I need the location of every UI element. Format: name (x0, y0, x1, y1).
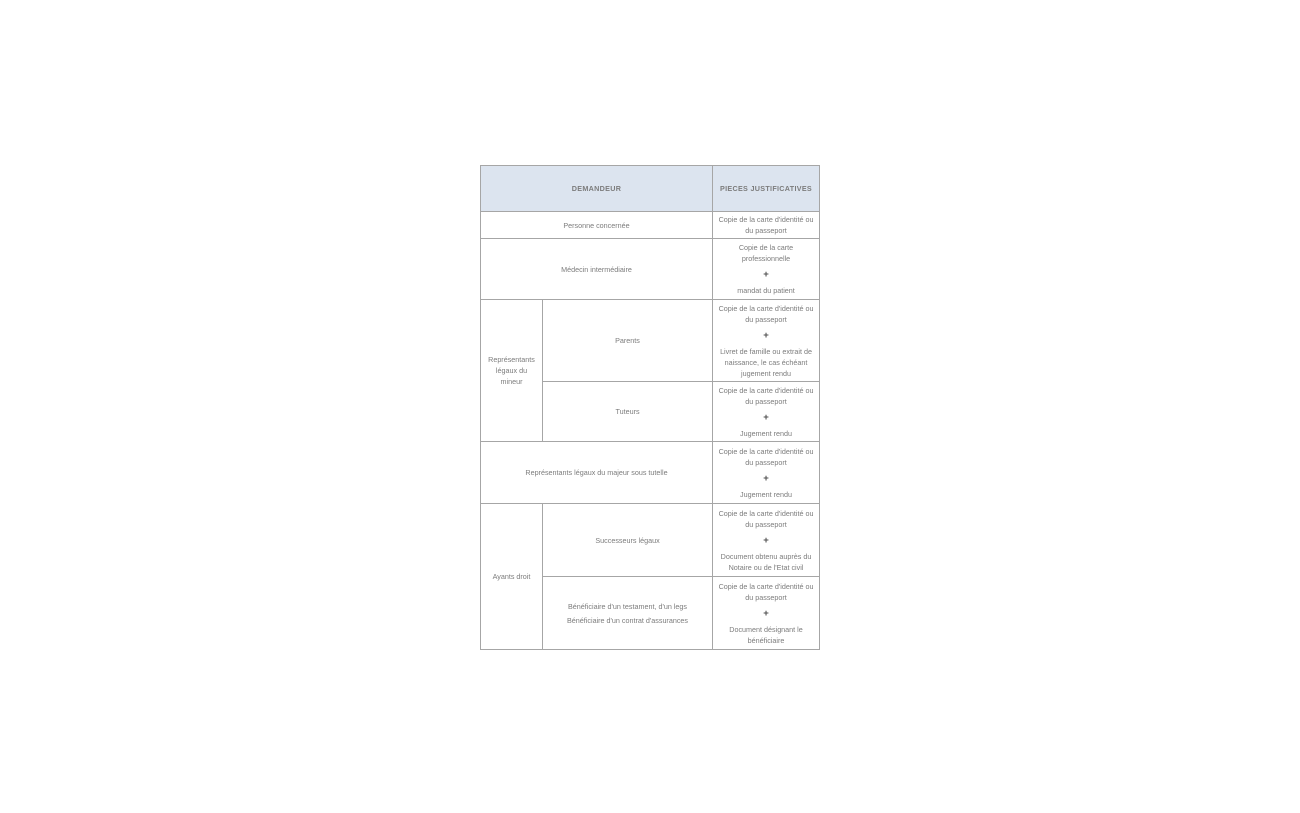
table-row: Tuteurs Copie de la carte d'identité ou … (481, 381, 821, 442)
document-line: Jugement rendu (740, 428, 792, 438)
documents-cell-successeurs-legaux: Copie de la carte d'identité ou du passe… (712, 503, 821, 577)
column-header-pieces-justificatives: PIECES JUSTIFICATIVES (712, 165, 821, 212)
applicant-label-medecin-intermediaire: Médecin intermédiaire (479, 238, 714, 300)
table-header-row: DEMANDEUR PIECES JUSTIFICATIVES (479, 165, 821, 212)
table-row: Bénéficiaire d'un testament, d'un legs B… (481, 576, 821, 650)
documents-cell-medecin-intermediaire: Copie de la carte professionnelle + mand… (712, 238, 821, 300)
applicant-label-line: Bénéficiaire d'un testament, d'un legs (568, 601, 688, 611)
documents-cell-representants-legaux-majeur: Copie de la carte d'identité ou du passe… (712, 441, 821, 504)
document-line: Copie de la carte d'identité ou du passe… (718, 508, 814, 529)
applicant-label-personne-concernee: Personne concernée (479, 211, 714, 239)
plus-icon: + (763, 269, 769, 280)
document-line: Copie de la carte professionnelle (738, 243, 794, 263)
applicant-label-line: Bénéficiaire d'un contrat d'assurances (567, 615, 689, 625)
document-line: Document obtenu auprès du Notaire ou de … (720, 551, 812, 572)
documents-cell-personne-concernee: Copie de la carte d'identité ou du passe… (712, 211, 821, 239)
table-row: Représentants légaux du mineur Parents C… (480, 299, 821, 442)
plus-icon: + (763, 607, 769, 619)
document-line: Copie de la carte d'identité ou du passe… (718, 385, 814, 406)
plus-icon: + (763, 472, 769, 484)
justification-documents-table: DEMANDEUR PIECES JUSTIFICATIVES Personne… (479, 165, 821, 650)
document-line: Jugement rendu (740, 489, 792, 499)
applicant-label-representants-legaux-majeur: Représentants légaux du majeur sous tute… (479, 441, 714, 504)
document-line: mandat du patient (737, 286, 795, 295)
table-row: Médecin intermédiaire Copie de la carte … (479, 238, 821, 300)
document-line: Copie de la carte d'identité ou du passe… (718, 215, 814, 235)
plus-icon: + (763, 411, 769, 423)
documents-cell-parents: Copie de la carte d'identité ou du passe… (712, 299, 821, 382)
table-row: Personne concernée Copie de la carte d'i… (479, 211, 821, 239)
table-row: Ayants droit Successeurs légaux Copie de… (480, 503, 821, 650)
applicant-label-tuteurs: Tuteurs (541, 381, 714, 442)
group-label-ayants-droit: Ayants droit (480, 503, 543, 650)
column-header-demandeur: DEMANDEUR (479, 165, 714, 212)
document-line: Document désignant le bénéficiaire (729, 624, 803, 645)
document-line: Livret de famille ou extrait de naissanc… (720, 346, 812, 378)
applicant-label-successeurs-legaux: Successeurs légaux (541, 503, 714, 577)
table-row: Représentants légaux du majeur sous tute… (479, 441, 821, 504)
documents-cell-tuteurs: Copie de la carte d'identité ou du passe… (712, 381, 821, 442)
document-line: Copie de la carte d'identité ou du passe… (718, 581, 814, 602)
document-line: Copie de la carte d'identité ou du passe… (718, 446, 814, 467)
plus-icon: + (763, 534, 769, 546)
plus-icon: + (763, 329, 769, 341)
documents-cell-beneficiaires: Copie de la carte d'identité ou du passe… (712, 576, 821, 650)
applicant-label-beneficiaires: Bénéficiaire d'un testament, d'un legs B… (541, 576, 714, 650)
applicant-label-parents: Parents (541, 299, 714, 382)
document-line: Copie de la carte d'identité ou du passe… (718, 303, 814, 324)
group-label-representants-legaux-mineur: Représentants légaux du mineur (480, 299, 543, 442)
